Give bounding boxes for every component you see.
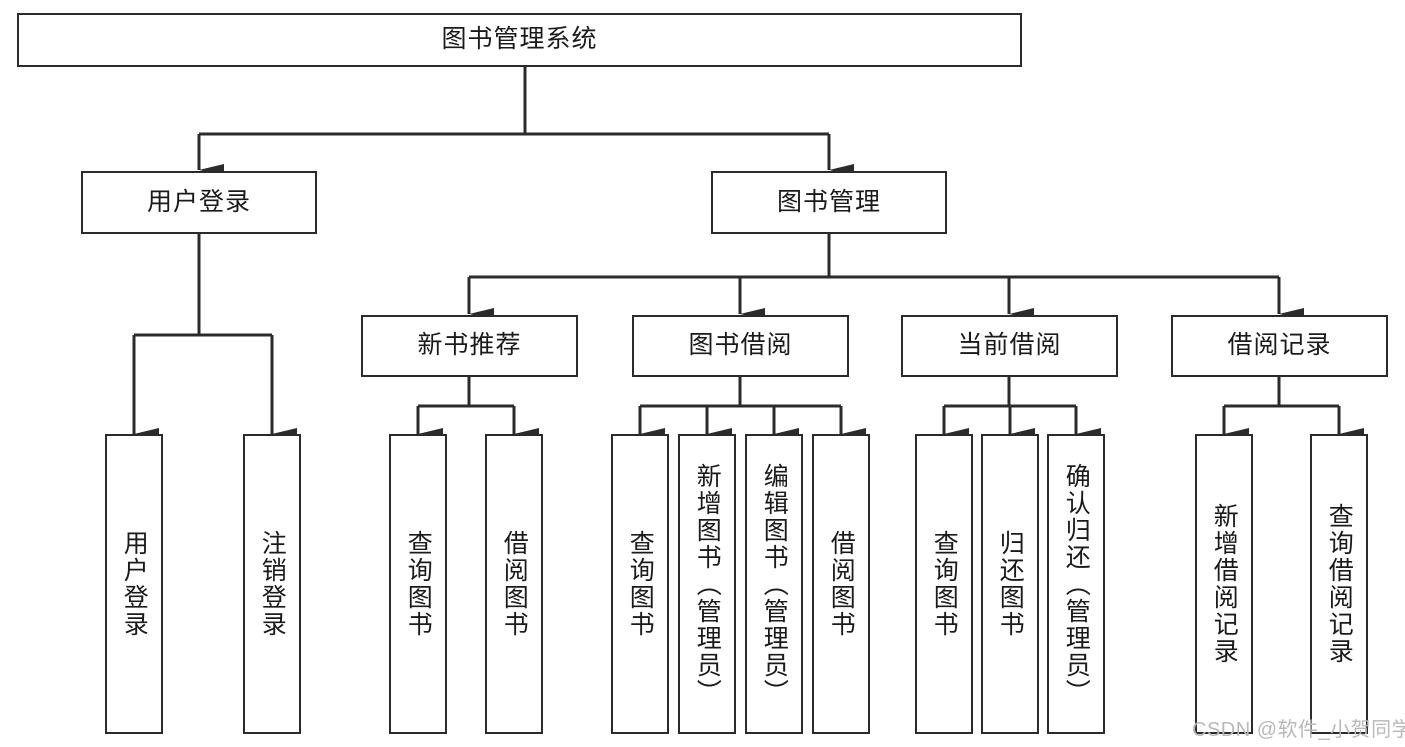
node-new-book-recommend-label: 新书推荐	[417, 331, 522, 360]
node-borrow-record-label: 借阅记录	[1227, 331, 1332, 360]
node-leaf-rec-query-book[interactable]: 查询图书	[389, 434, 447, 734]
node-leaf-query-borrow-record-label: 查询借阅记录	[1325, 503, 1354, 665]
node-leaf-return-book[interactable]: 归还图书	[981, 434, 1039, 734]
node-leaf-user-login-label: 用户登录	[120, 530, 149, 638]
node-leaf-logout[interactable]: 注销登录	[243, 434, 301, 734]
node-leaf-borrow-book[interactable]: 借阅图书	[812, 434, 870, 734]
node-leaf-confirm-return-admin-label: 确认归还（管理员）	[1062, 462, 1091, 706]
node-book-manage-label: 图书管理	[776, 187, 881, 216]
node-leaf-current-query-book[interactable]: 查询图书	[915, 434, 973, 734]
node-new-book-recommend[interactable]: 新书推荐	[361, 315, 578, 377]
node-leaf-user-login[interactable]: 用户登录	[105, 434, 163, 734]
node-borrow-record[interactable]: 借阅记录	[1171, 315, 1388, 377]
node-leaf-borrow-query-book-label: 查询图书	[626, 530, 655, 638]
node-book-borrow[interactable]: 图书借阅	[632, 315, 849, 377]
node-leaf-add-book-admin[interactable]: 新增图书（管理员）	[678, 434, 736, 734]
node-user-login[interactable]: 用户登录	[81, 171, 317, 234]
csdn-watermark: CSDN @软件_小贺同学	[1192, 719, 1405, 741]
node-leaf-logout-label: 注销登录	[258, 530, 287, 638]
node-user-login-label: 用户登录	[146, 187, 251, 216]
node-current-borrow[interactable]: 当前借阅	[901, 315, 1118, 377]
node-leaf-rec-borrow-book[interactable]: 借阅图书	[485, 434, 543, 734]
node-leaf-rec-borrow-book-label: 借阅图书	[500, 530, 529, 638]
node-book-borrow-label: 图书借阅	[688, 331, 793, 360]
node-leaf-add-borrow-record-label: 新增借阅记录	[1210, 503, 1239, 665]
node-leaf-query-borrow-record[interactable]: 查询借阅记录	[1310, 434, 1368, 734]
node-leaf-edit-book-admin-label: 编辑图书（管理员）	[760, 462, 789, 706]
node-book-manage[interactable]: 图书管理	[711, 171, 947, 234]
node-leaf-add-borrow-record[interactable]: 新增借阅记录	[1195, 434, 1253, 734]
node-leaf-current-query-book-label: 查询图书	[930, 530, 959, 638]
node-current-borrow-label: 当前借阅	[957, 331, 1062, 360]
node-leaf-borrow-query-book[interactable]: 查询图书	[611, 434, 669, 734]
node-root[interactable]: 图书管理系统	[17, 13, 1022, 67]
node-leaf-confirm-return-admin[interactable]: 确认归还（管理员）	[1047, 434, 1105, 734]
node-leaf-rec-query-book-label: 查询图书	[404, 530, 433, 638]
node-leaf-add-book-admin-label: 新增图书（管理员）	[693, 462, 722, 706]
node-root-label: 图书管理系统	[441, 25, 598, 54]
node-leaf-return-book-label: 归还图书	[996, 530, 1025, 638]
node-leaf-borrow-book-label: 借阅图书	[827, 530, 856, 638]
node-leaf-edit-book-admin[interactable]: 编辑图书（管理员）	[745, 434, 803, 734]
